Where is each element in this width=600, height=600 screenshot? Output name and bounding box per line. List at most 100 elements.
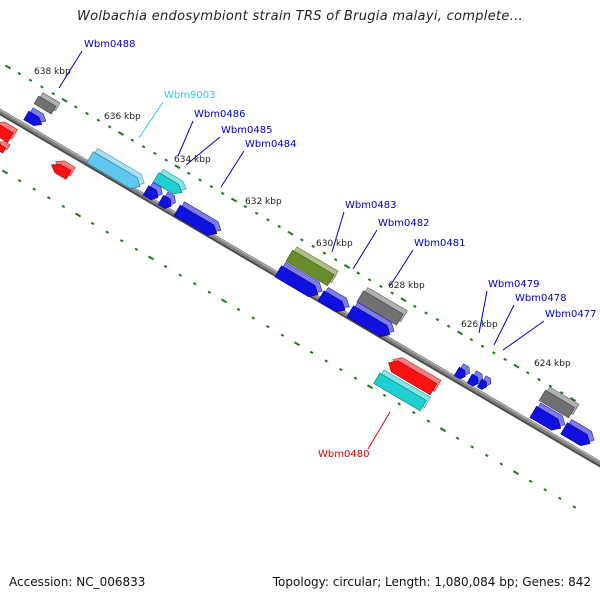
gene-label: Wbm0488 [84,39,135,50]
feature-front-face [152,172,183,195]
feature-wbm0477-upper [538,386,580,419]
upper-tick-dot [513,363,520,369]
feature-wbm0480 [373,369,431,412]
lower-tick-dot [412,410,416,415]
lower-tick-dot [17,178,22,183]
feature-front-face [274,265,319,298]
upper-tick-dot [40,85,44,89]
lower-tick-dot [178,273,182,277]
upper-tick-dot [548,384,553,388]
upper-tick-dot [153,151,157,156]
gene-label: Wbm0480 [318,449,369,460]
lower-tick-dot [426,419,431,423]
lower-tick-dot [120,239,124,243]
upper-tick-dot [187,171,191,175]
gene-label-leader [352,229,378,270]
upper-tick-dot [480,344,485,348]
upper-tick-dot [333,258,338,262]
lower-tick-dot [32,187,36,191]
feature-front-face [560,422,591,446]
feature-front-face [346,305,391,338]
lower-tick-dot [147,255,155,261]
lower-tick-dot [528,479,533,483]
lower-tick-dot [47,196,51,200]
feature-wbm9003 [86,148,145,190]
feature-front-face [86,151,141,190]
feature-red-left-1 [0,121,18,143]
length-label: Length: [385,575,431,589]
topology-value: circular [332,575,378,589]
feature-wbm0478-b [476,375,491,390]
gene-label: Wbm0479 [488,279,539,290]
feature-front-face [476,378,487,390]
feature-wbm0485-a [142,182,163,201]
upper-tick-dot [254,211,259,215]
upper-tick-dot [526,371,530,375]
gene-label-leader [502,320,545,351]
upper-tick-dot [322,251,327,255]
lower-tick-dot [558,496,562,501]
lower-tick-dot [382,393,387,397]
lower-tick-dot [499,462,504,466]
gene-label-leader [220,150,245,188]
lower-tick-dot [353,376,358,380]
tick-label: 638 kbp [34,67,71,77]
minor-tick-dots [1,64,577,509]
lower-tick-dot [193,282,197,286]
tick-label: 636 kbp [104,112,141,122]
lower-tick-dot [470,445,474,449]
feature-wbm0488 [23,107,47,126]
feature-front-face [0,124,14,143]
accession-value: NC_006833 [76,575,146,589]
upper-tick-dot [51,91,55,96]
gene-label: Wbm9003 [164,90,215,101]
footer-summary: Topology: circular; Length: 1,080,084 bp… [272,575,591,589]
upper-tick-dot [456,330,464,336]
upper-tick-dot [367,278,372,282]
feature-wbm0479 [453,363,470,380]
lower-tick-dot [251,316,255,320]
lower-tick-dot [74,212,82,218]
feature-wbm0484 [173,201,222,236]
feature-wbm0488-upper [33,92,61,115]
tick-label: 624 kbp [534,359,571,369]
upper-tick-dot [107,125,112,129]
accession-label: Accession: [9,575,73,589]
upper-tick-dot [503,357,507,362]
feature-wbm0485-b [157,191,176,209]
gene-label: Wbm0482 [378,218,429,229]
feature-front-face [0,144,7,154]
upper-tick-dot [61,97,68,103]
lower-tick-dot [280,333,285,337]
lower-tick-dot [293,341,301,347]
tick-label: 626 kbp [461,320,498,330]
feature-wbm0481-upper [356,287,408,326]
feature-front-face [388,360,438,396]
feature-wbm0482 [274,262,323,298]
feature-red-left-2 [0,141,11,154]
feature-wbm0481 [346,302,395,338]
feature-wbm0483 [285,246,339,287]
upper-tick-dot [492,351,496,355]
features-layer [0,92,595,446]
gene-label-leader [58,50,83,89]
tick-label: 632 kbp [245,197,282,207]
footer-accession: Accession: NC_006833 [9,575,145,589]
feature-wbm0486 [152,169,187,195]
feature-front-face [356,290,404,326]
gene-label: Wbm0483 [345,200,396,211]
gene-label-leader [185,136,221,166]
feature-wbm0480-upper [388,357,442,396]
upper-tick-dot [164,158,168,162]
upper-tick-dot [413,304,417,308]
feature-front-face [466,373,479,387]
gene-label-leader [138,101,164,139]
upper-tick-dot [356,271,361,275]
upper-tick-dot [130,138,135,142]
upper-tick-dot [141,145,146,149]
lower-tick-dot [543,488,547,492]
feature-wbm0477-b [560,419,595,446]
upper-tick-dot [569,397,577,402]
